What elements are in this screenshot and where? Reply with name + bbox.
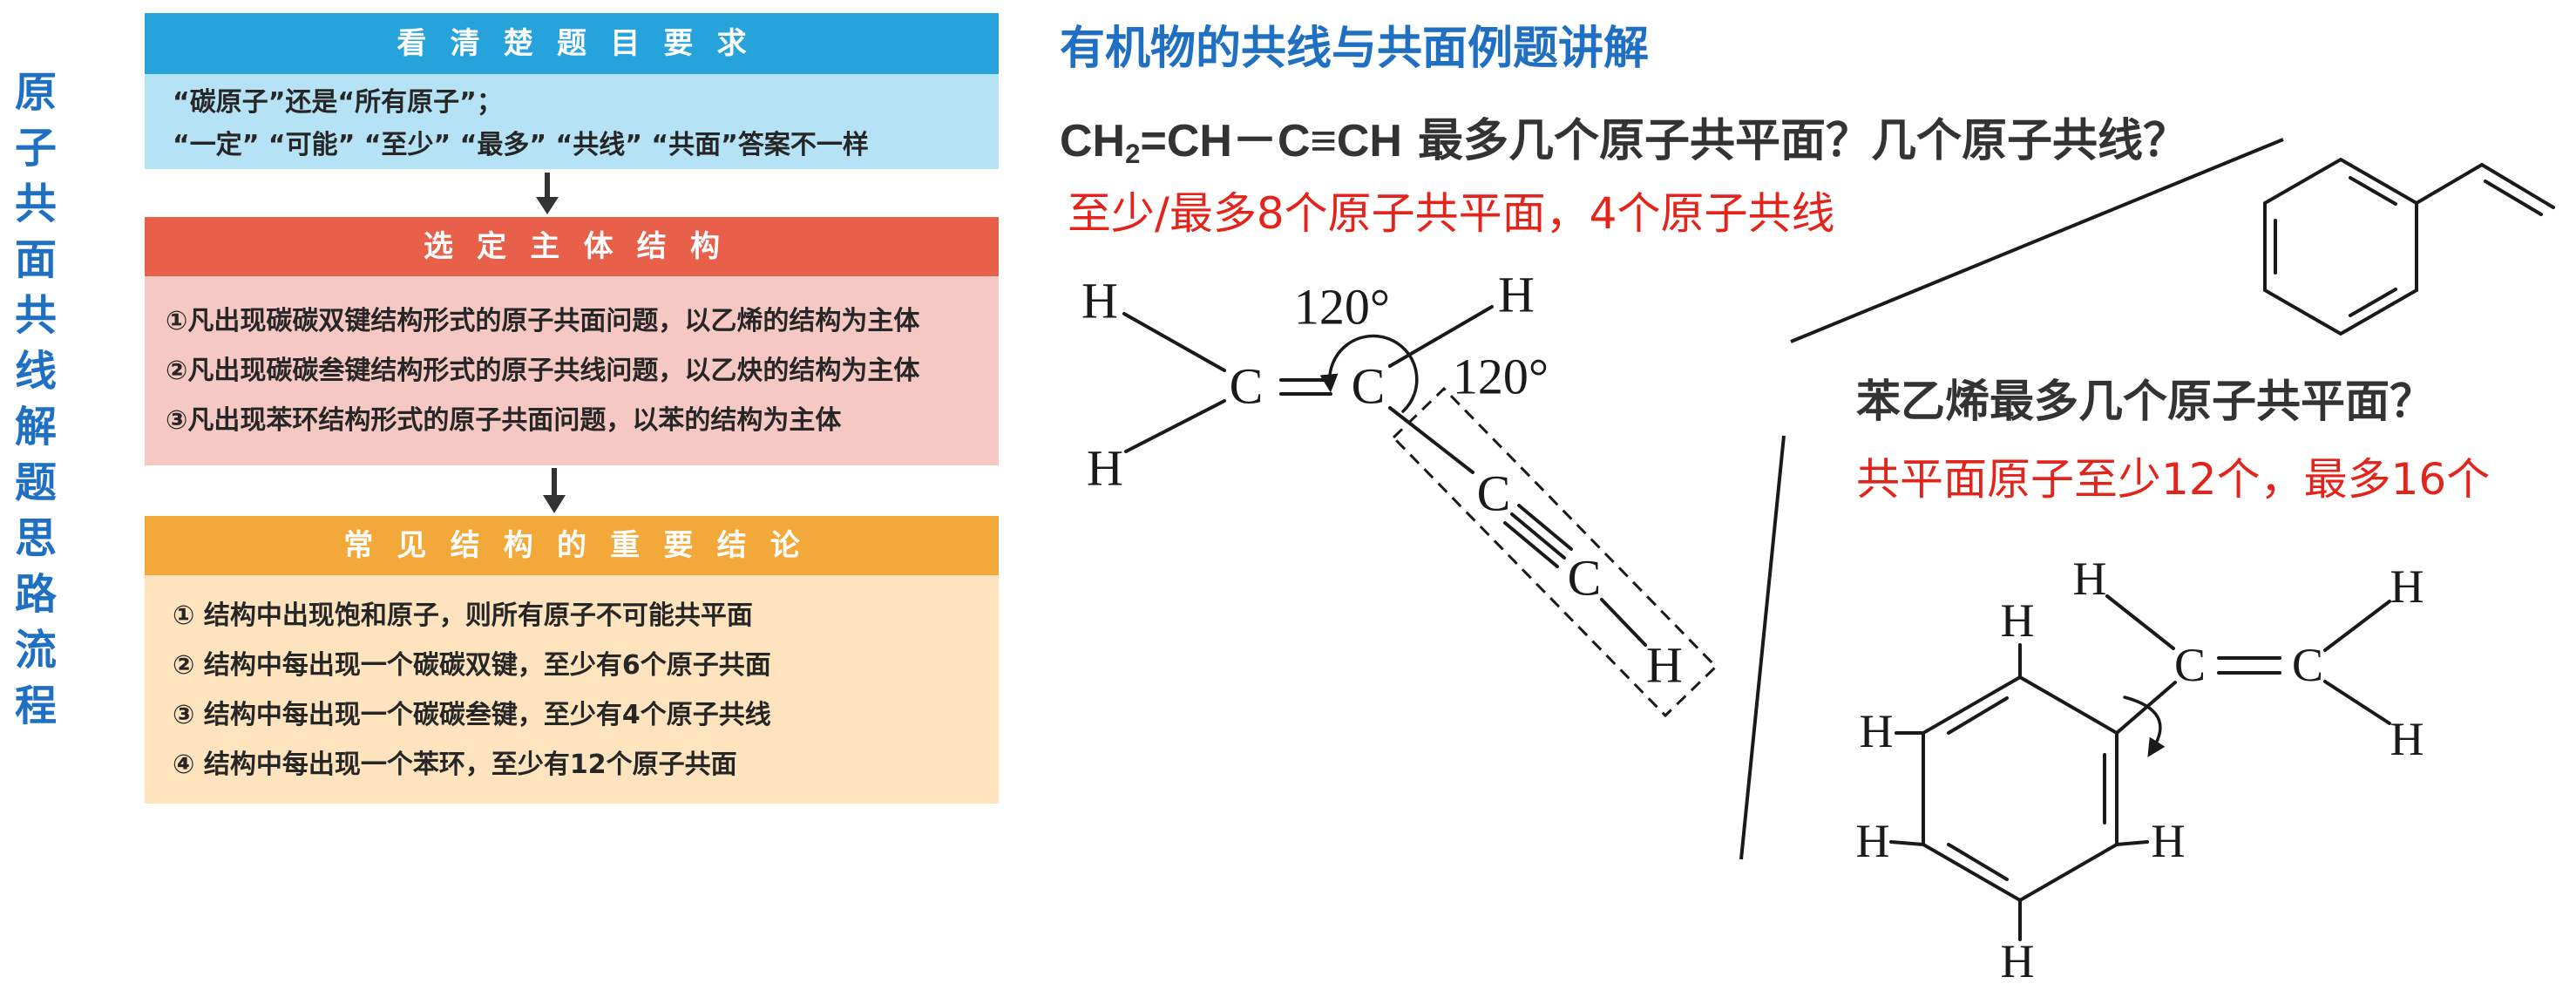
chemical-formula: CH2=CH－C≡CH bbox=[1060, 116, 1402, 169]
examples-title: 有机物的共线与共面例题讲解 bbox=[1060, 23, 1650, 75]
atom-h: H bbox=[2390, 713, 2424, 765]
flow-step-3-line: ③ 结构中每出现一个碳碳叁键，至少有4个原子共线 bbox=[173, 700, 771, 730]
example-1-question-text: 最多几个原子共平面？几个原子共线？ bbox=[1417, 115, 2188, 167]
flow-step-1-line: “碳原子”还是“所有原子”； bbox=[173, 87, 503, 118]
vinylacetylene-structure: H C C H H C C H 120° 120° bbox=[1081, 267, 1718, 718]
flow-step-3-line: ④ 结构中每出现一个苯环，至少有12个原子共面 bbox=[173, 750, 737, 780]
atom-h: H bbox=[1860, 705, 1894, 757]
flow-step-1-line: “一定” “可能” “至少” “最多” “共线” “共面”答案不一样 bbox=[173, 130, 869, 160]
flow-step-2-line: ①凡出现碳碳双键结构形式的原子共面问题，以乙烯的结构为主体 bbox=[166, 306, 920, 336]
example-2-question: 苯乙烯最多几个原子共平面？ bbox=[1856, 376, 2435, 428]
double-bond bbox=[1279, 378, 1332, 396]
flow-step-3-line: ② 结构中每出现一个碳碳双键，至少有6个原子共面 bbox=[173, 650, 771, 681]
flow-arrow-2 bbox=[543, 468, 566, 513]
styrene-skeletal-structure bbox=[2263, 157, 2555, 336]
atom-c: C bbox=[1568, 550, 1602, 607]
bond-h-c-bottom-left bbox=[1124, 399, 1226, 453]
collinear-atoms-dashed-box bbox=[1391, 386, 1718, 718]
bond-h-c-top-left bbox=[1122, 312, 1226, 372]
triple-bond bbox=[1503, 504, 1573, 568]
atom-h: H bbox=[1856, 815, 1890, 867]
flow-step-2-header: 选定主体结构 bbox=[145, 217, 999, 276]
atom-h: H bbox=[2001, 594, 2035, 647]
bond-c-h-top-right bbox=[1388, 305, 1494, 368]
flow-step-2-body: ①凡出现碳碳双键结构形式的原子共面问题，以乙烯的结构为主体 ②凡出现碳碳叁键结构… bbox=[145, 276, 999, 465]
formula-base: CH bbox=[1060, 116, 1126, 166]
formula-rest: =CH－C≡CH bbox=[1140, 116, 1402, 166]
example-2-answer: 共平面原子至少12个，最多16个 bbox=[1856, 454, 2491, 505]
sidebar-title: 原子共面共线解题思路流程 bbox=[14, 68, 57, 730]
formula-subscript: 2 bbox=[1125, 138, 1141, 169]
divider-line-2 bbox=[1739, 435, 1786, 860]
bond-angle-label: 120° bbox=[1453, 349, 1549, 405]
flow-step-1-body: “碳原子”还是“所有原子”； “一定” “可能” “至少” “最多” “共线” … bbox=[145, 74, 999, 169]
flow-step-3-line: ① 结构中出现饱和原子，则所有原子不可能共平面 bbox=[173, 600, 753, 631]
atom-h: H bbox=[1646, 637, 1683, 694]
atom-h: H bbox=[2390, 560, 2424, 613]
atom-c: C bbox=[2292, 639, 2323, 691]
rotation-arrow bbox=[2123, 695, 2166, 757]
atom-c: C bbox=[2174, 639, 2206, 691]
flow-step-2-line: ②凡出现碳碳叁键结构形式的原子共线问题，以乙炔的结构为主体 bbox=[166, 356, 920, 386]
bond-c-h-terminal bbox=[1600, 598, 1647, 647]
atom-h: H bbox=[1081, 273, 1118, 329]
atom-h: H bbox=[2001, 935, 2035, 987]
styrene-structure: H H H H H C C H H H bbox=[1856, 553, 2424, 987]
flow-step-2-line: ③凡出现苯环结构形式的原子共面问题，以苯的结构为主体 bbox=[166, 405, 842, 436]
atom-c: C bbox=[1230, 358, 1264, 415]
atom-h: H bbox=[1498, 267, 1535, 323]
benzene-ring bbox=[1922, 675, 2118, 903]
atom-h: H bbox=[2073, 553, 2107, 605]
flow-step-1-header: 看清楚题目要求 bbox=[145, 13, 999, 74]
example-1-answer: 至少/最多8个原子共平面，4个原子共线 bbox=[1068, 188, 1835, 239]
example-1-question: CH2=CH－C≡CH 最多几个原子共平面？几个原子共线？ bbox=[1060, 113, 2188, 182]
atom-h: H bbox=[2152, 815, 2186, 867]
flow-arrow-1 bbox=[536, 173, 559, 214]
rotation-arrow bbox=[1319, 334, 1419, 413]
atom-c: C bbox=[1477, 465, 1511, 522]
atom-c: C bbox=[1352, 358, 1386, 415]
flow-step-3-body: ① 结构中出现饱和原子，则所有原子不可能共平面 ② 结构中每出现一个碳碳双键，至… bbox=[145, 575, 999, 804]
bond-c-c-single bbox=[1388, 406, 1474, 474]
bond-angle-label: 120° bbox=[1294, 279, 1390, 336]
flow-step-3-header: 常见结构的重要结论 bbox=[145, 516, 999, 575]
atom-h: H bbox=[1087, 440, 1123, 497]
